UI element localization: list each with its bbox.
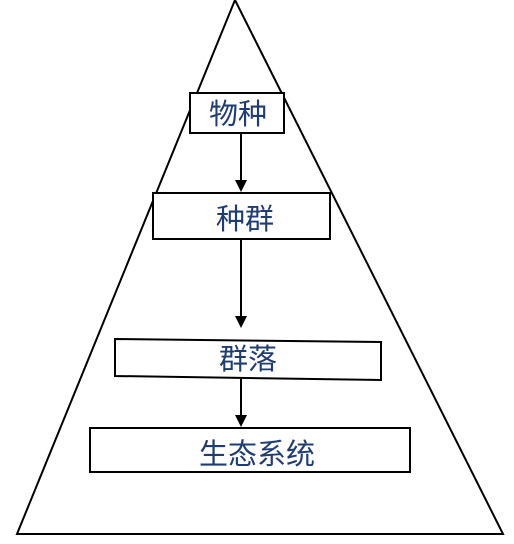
arrow-population-to-community	[235, 240, 247, 328]
community-box	[114, 337, 382, 382]
population-label: 种群	[216, 202, 274, 236]
level-box-species: 物种	[189, 92, 285, 134]
ecosystem-label: 生态系统	[199, 437, 315, 471]
arrow-species-to-population	[235, 134, 247, 192]
level-box-community: 群落	[114, 337, 382, 382]
arrow-community-to-ecosystem	[235, 379, 247, 427]
community-label: 群落	[219, 342, 277, 376]
level-box-population: 种群	[152, 192, 331, 240]
species-label: 物种	[209, 97, 267, 131]
species-box	[189, 92, 285, 134]
population-box	[152, 192, 331, 240]
level-box-ecosystem: 生态系统	[89, 427, 411, 473]
pyramid-outline	[15, 0, 505, 535]
ecosystem-box	[89, 427, 411, 473]
